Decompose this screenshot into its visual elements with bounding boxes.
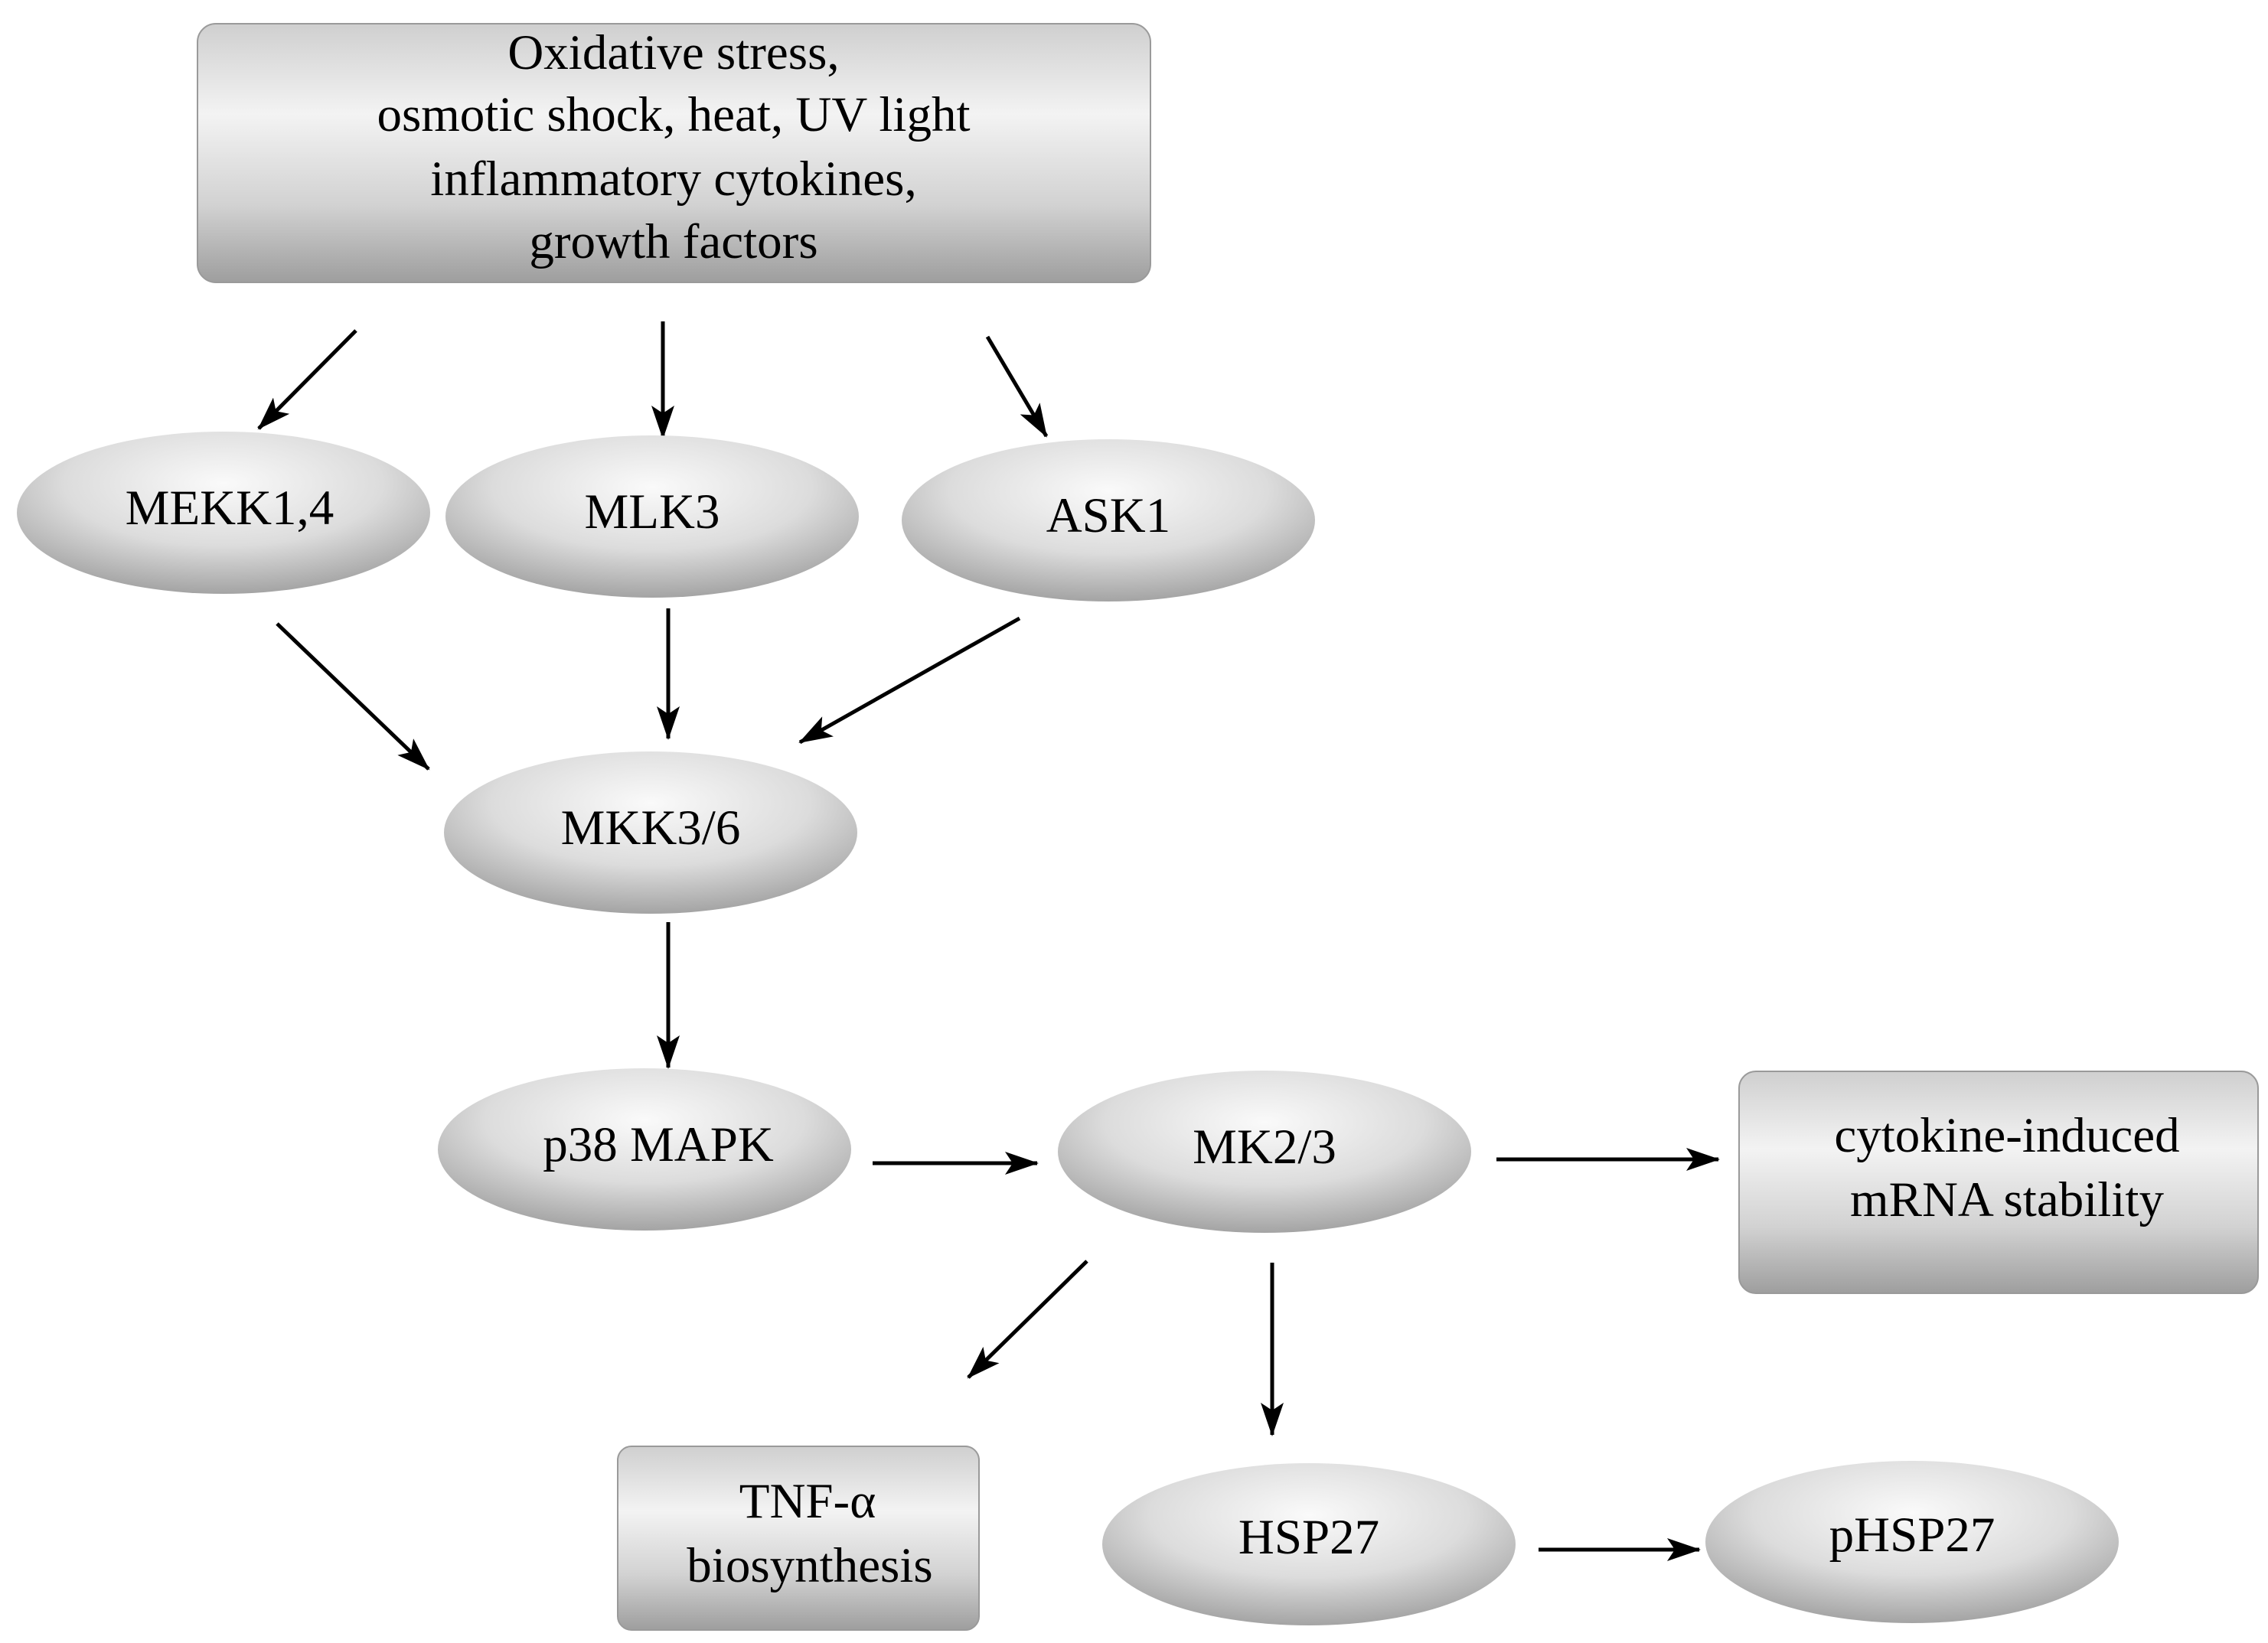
arrow-mekk-to-mkk36 [276, 622, 430, 771]
mrna-box-line-1: cytokine-induced [1834, 1108, 2179, 1163]
node-hsp27: HSP27 [1102, 1463, 1516, 1625]
tnf-box-line-2: biosynthesis [687, 1538, 932, 1593]
node-ask1: ASK1 [902, 439, 1315, 601]
node-mekk-label: MEKK1,4 [126, 481, 334, 536]
node-hsp27-label: HSP27 [1238, 1510, 1379, 1565]
node-p38: p38 MAPK [438, 1068, 851, 1231]
stimuli-line-1: Oxidative stress, [507, 25, 839, 80]
node-mkk36: MKK3/6 [444, 751, 857, 914]
stimuli-box: Oxidative stress, osmotic shock, heat, U… [197, 23, 1151, 283]
stimuli-line-3: inflammatory cytokines, [430, 152, 916, 207]
mrna-box-line-2: mRNA stability [1850, 1172, 2164, 1227]
node-mk23: MK2/3 [1058, 1071, 1471, 1233]
node-ask1-label: ASK1 [1046, 488, 1171, 543]
mrna-stability-box: cytokine-induced mRNA stability [1738, 1071, 2259, 1294]
node-mk23-label: MK2/3 [1193, 1120, 1336, 1175]
tnf-box: TNF-α biosynthesis [617, 1446, 980, 1631]
node-p38-label: p38 MAPK [543, 1117, 774, 1172]
tnf-box-line-1: TNF-α [739, 1474, 876, 1529]
stimuli-line-2: osmotic shock, heat, UV light [377, 87, 970, 142]
arrow-stimuli-to-ask1 [985, 335, 1049, 438]
stimuli-line-4: growth factors [529, 214, 817, 269]
node-mekk: MEKK1,4 [17, 432, 430, 594]
arrow-stimuli-to-mekk [257, 329, 357, 430]
arrow-mk23-to-tnf [967, 1260, 1088, 1379]
node-phsp27-label: pHSP27 [1829, 1508, 1996, 1563]
arrow-ask1-to-mkk36 [798, 616, 1021, 745]
node-mkk36-label: MKK3/6 [561, 800, 741, 856]
node-mlk3-label: MLK3 [585, 484, 720, 540]
node-phsp27: pHSP27 [1705, 1461, 2119, 1623]
node-mlk3: MLK3 [445, 435, 859, 598]
